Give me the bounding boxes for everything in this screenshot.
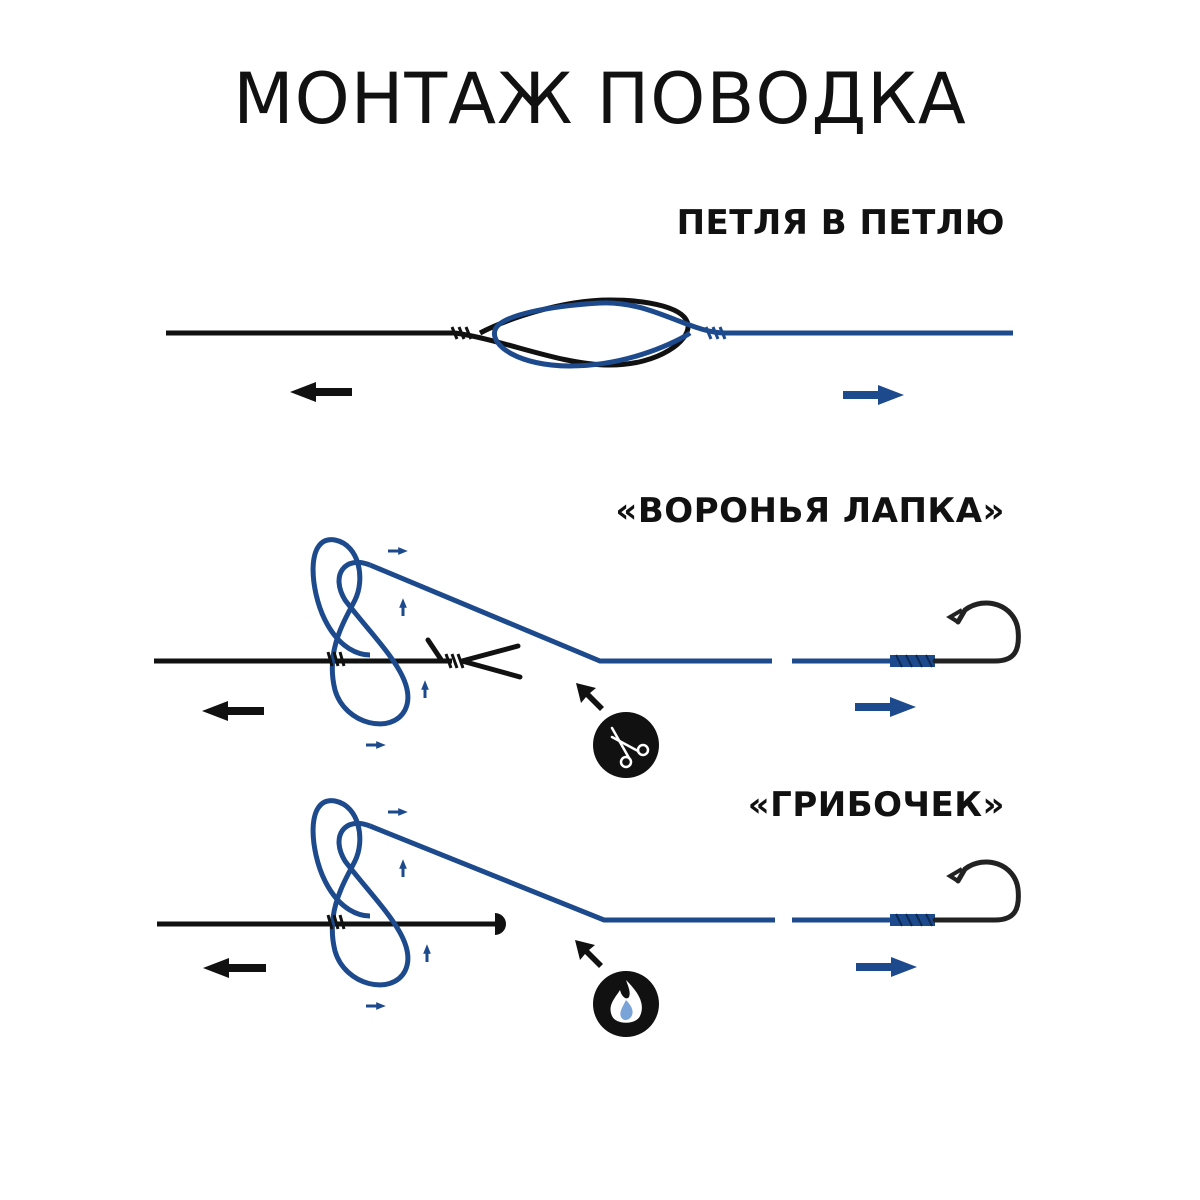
leader-figure-eight-loop [310, 537, 411, 727]
arrow-left-icon [290, 382, 352, 402]
page-title: МОНТАЖ ПОВОДКА [233, 58, 967, 140]
fish-hook-icon [932, 600, 1021, 664]
arrow-left-icon [202, 701, 264, 721]
fish-hook-icon [932, 859, 1021, 923]
arrow-right-icon [843, 385, 904, 405]
knot-wraps [450, 326, 727, 340]
section-title-mushroom: «ГРИБОЧЕК» [747, 785, 1005, 825]
hook-barb [946, 867, 964, 883]
arrow-left-icon [203, 958, 266, 978]
pointer-arrow-icon [575, 940, 603, 968]
leader-loop [492, 300, 726, 369]
hook-wrap-lines [895, 913, 933, 927]
section-title-crow-foot: «ВОРОНЬЯ ЛАПКА» [615, 491, 1005, 531]
mushroom-diagram [157, 798, 1021, 1037]
arrow-right-icon [856, 957, 917, 977]
leader-line [369, 823, 890, 923]
leader-line [369, 562, 890, 664]
tighten-arrows [366, 808, 431, 1010]
scissors-badge [593, 712, 659, 778]
hook-wrap-lines [895, 654, 933, 668]
pointer-arrow-icon [576, 683, 604, 711]
hook-barb [946, 608, 964, 624]
knot-wraps [326, 914, 346, 930]
crow-foot-diagram [154, 537, 1021, 778]
arrow-right-icon [855, 697, 916, 717]
leader-figure-eight-loop [310, 798, 411, 988]
section-title-loop-to-loop: ПЕТЛЯ В ПЕТЛЮ [676, 203, 1005, 243]
scissors-icon [610, 726, 650, 769]
melted-tag-end [495, 913, 506, 935]
knot-wraps [326, 651, 465, 669]
loop-to-loop-diagram [166, 297, 1013, 405]
cut-tag-end [425, 637, 523, 680]
tighten-arrows [366, 547, 429, 749]
flame-badge [593, 971, 659, 1037]
flame-icon [610, 980, 642, 1023]
